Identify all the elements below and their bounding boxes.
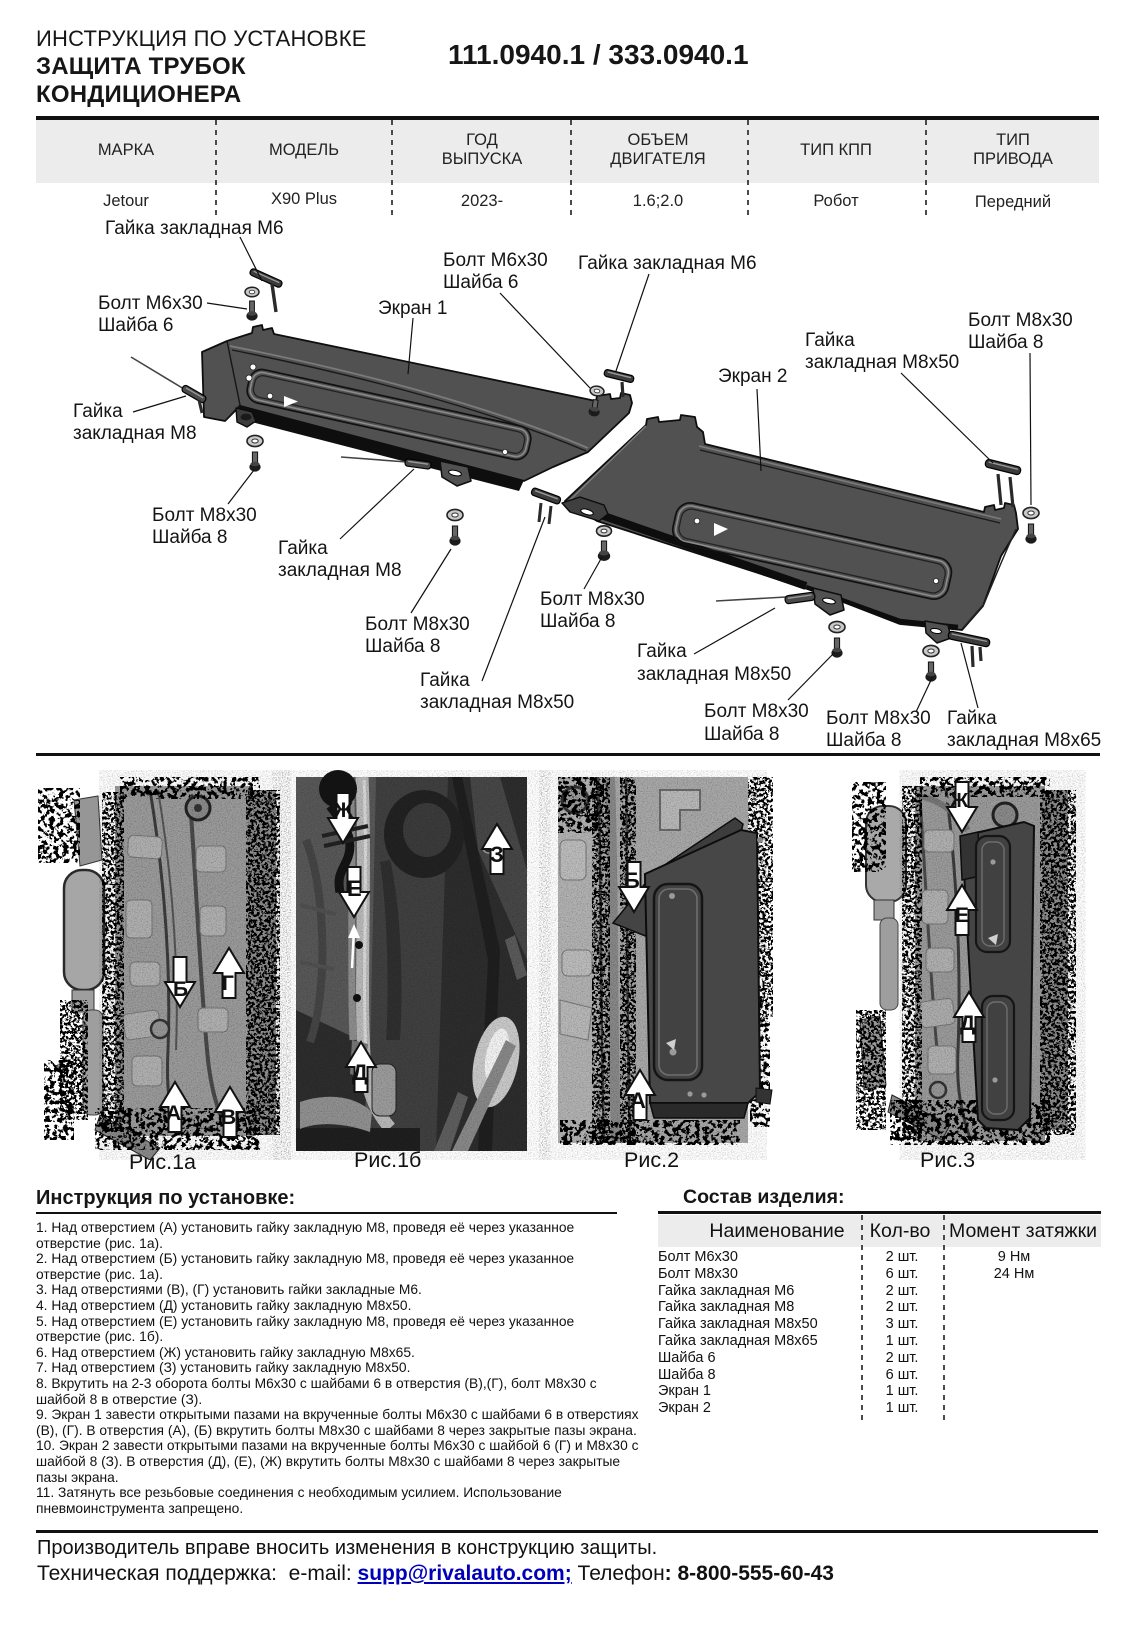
svg-text:Б: Б bbox=[173, 978, 188, 1001]
svg-text:Гайка: Гайка bbox=[637, 641, 687, 662]
svg-text:Ж: Ж bbox=[949, 790, 969, 812]
svg-text:Е: Е bbox=[347, 876, 362, 901]
svg-text:закладная М8х65: закладная М8х65 bbox=[947, 730, 1101, 751]
svg-text:Экран 2: Экран 2 bbox=[718, 366, 787, 387]
svg-text:закладная М8: закладная М8 bbox=[278, 560, 402, 581]
svg-text:Е: Е bbox=[955, 904, 969, 927]
svg-text:Б: Б bbox=[624, 868, 640, 893]
svg-text:Гайка: Гайка bbox=[947, 708, 997, 729]
svg-text:А: А bbox=[630, 1088, 646, 1113]
svg-text:Болт М8х30: Болт М8х30 bbox=[540, 589, 645, 610]
svg-text:А: А bbox=[166, 1102, 181, 1125]
svg-text:Гайка: Гайка bbox=[805, 330, 855, 351]
svg-text:Шайба 8: Шайба 8 bbox=[540, 611, 615, 632]
svg-text:Д: Д bbox=[960, 1012, 975, 1035]
svg-text:Гайка: Гайка bbox=[420, 670, 470, 691]
svg-text:закладная М8х50: закладная М8х50 bbox=[420, 692, 574, 713]
svg-text:закладная М8х50: закладная М8х50 bbox=[805, 352, 959, 373]
svg-text:Гайка: Гайка bbox=[73, 401, 123, 422]
svg-text:В: В bbox=[221, 1106, 236, 1129]
svg-text:Г: Г bbox=[222, 972, 234, 995]
svg-text:З: З bbox=[490, 842, 504, 867]
svg-text:Шайба 6: Шайба 6 bbox=[443, 272, 518, 293]
svg-text:Экран 1: Экран 1 bbox=[378, 298, 447, 319]
svg-text:закладная М8х50: закладная М8х50 bbox=[637, 664, 791, 685]
svg-text:Шайба 6: Шайба 6 bbox=[98, 315, 173, 336]
svg-text:Шайба 8: Шайба 8 bbox=[365, 636, 440, 657]
svg-text:Болт М6х30: Болт М6х30 bbox=[98, 293, 203, 314]
svg-text:Д: Д bbox=[352, 1060, 368, 1085]
svg-text:Шайба 8: Шайба 8 bbox=[826, 730, 901, 751]
svg-text:закладная М8: закладная М8 bbox=[73, 423, 197, 444]
svg-text:Ж: Ж bbox=[333, 799, 354, 822]
svg-text:Болт М8х30: Болт М8х30 bbox=[826, 708, 931, 729]
svg-text:Болт М8х30: Болт М8х30 bbox=[152, 505, 257, 526]
svg-text:Болт М8х30: Болт М8х30 bbox=[365, 614, 470, 635]
svg-text:Гайка закладная М6: Гайка закладная М6 bbox=[105, 218, 284, 239]
svg-text:Болт М8х30: Болт М8х30 bbox=[968, 310, 1073, 331]
svg-text:Болт М8х30: Болт М8х30 bbox=[704, 701, 809, 722]
svg-text:Болт М6х30: Болт М6х30 bbox=[443, 250, 548, 271]
svg-text:Шайба 8: Шайба 8 bbox=[704, 724, 779, 745]
svg-text:Шайба 8: Шайба 8 bbox=[968, 332, 1043, 353]
svg-text:Гайка закладная М6: Гайка закладная М6 bbox=[578, 253, 757, 274]
svg-text:Гайка: Гайка bbox=[278, 538, 328, 559]
svg-text:Шайба 8: Шайба 8 bbox=[152, 527, 227, 548]
